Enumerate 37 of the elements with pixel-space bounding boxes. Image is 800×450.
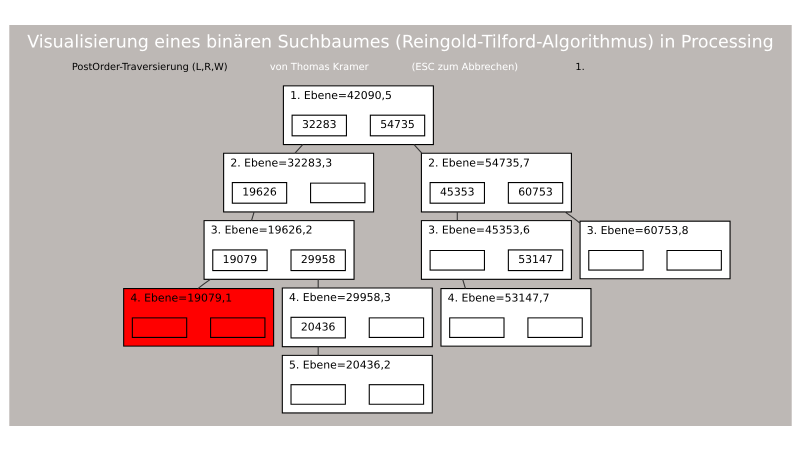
node-box [448, 316, 504, 338]
node-box [429, 249, 484, 270]
node-box: 29958 [290, 248, 346, 271]
node-box: 45353 [429, 182, 484, 204]
diagram-title: Visualisierung eines binären Suchbaumes (Reingold-Tilford-Algorithmus) in Processing [26, 32, 774, 52]
node-box [290, 384, 346, 404]
node-box [666, 249, 722, 270]
node-box: 53147 [507, 248, 563, 271]
node-box [526, 316, 582, 338]
node-box: 54735 [369, 114, 425, 136]
connector [413, 144, 422, 154]
node-box [210, 316, 265, 338]
node-box [368, 316, 424, 338]
connector [564, 210, 580, 224]
label: 1. [574, 61, 584, 72]
label: von Thomas Kramer [269, 61, 368, 72]
connector [462, 278, 466, 288]
node-box: 60753 [507, 182, 563, 204]
cluster: 3. Ebene=60753,8 [579, 220, 730, 279]
node-box: 20436 [290, 316, 346, 338]
node-box: 32283 [291, 114, 346, 136]
node-box: 19626 [231, 182, 287, 204]
connector [317, 346, 318, 355]
connector [456, 211, 458, 220]
node-box [368, 384, 424, 404]
node-box [310, 182, 365, 203]
cluster: 4. Ebene=53147,7 [440, 287, 591, 346]
node-box [588, 249, 644, 270]
connector [197, 278, 210, 288]
label: (ESC zum Abbrechen) [411, 61, 518, 72]
connector [250, 211, 254, 220]
cluster: 5. Ebene=20436,2 [281, 354, 432, 413]
connector [294, 144, 303, 154]
node-box: 19079 [212, 248, 268, 271]
cluster: 4. Ebene=19079,1 [122, 287, 274, 346]
node-box [131, 316, 187, 338]
label: PostOrder-Traversierung (L,R,W) [71, 61, 228, 72]
